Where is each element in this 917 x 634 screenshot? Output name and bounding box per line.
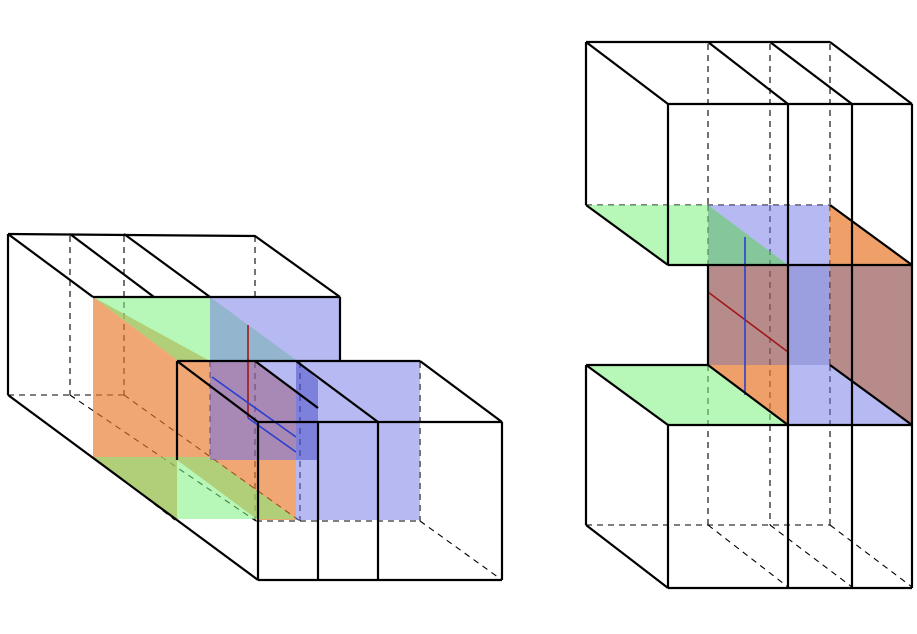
overlap-region [210, 361, 296, 460]
left-figure [6, 232, 504, 582]
blue-plane-mid [788, 265, 830, 365]
blue-plane-bottom [788, 365, 912, 425]
right-visible-edges [584, 40, 914, 590]
right-planes [586, 205, 912, 425]
teal-overlap [708, 205, 788, 265]
blue-plane-top [708, 205, 830, 265]
left-inner-lines [211, 325, 297, 453]
orange-plane [93, 297, 296, 520]
blue-plane-back [210, 297, 420, 520]
overlap-region-left [708, 265, 788, 365]
green-plane-top [586, 205, 788, 265]
left-planes [93, 297, 420, 520]
green-plane-bottom [93, 457, 296, 519]
green-plane-bottom [586, 365, 788, 425]
blue-plane-overlap [296, 360, 318, 460]
left-visible-edges [6, 232, 504, 582]
overlap-region-right [830, 265, 912, 425]
right-figure [584, 40, 914, 590]
